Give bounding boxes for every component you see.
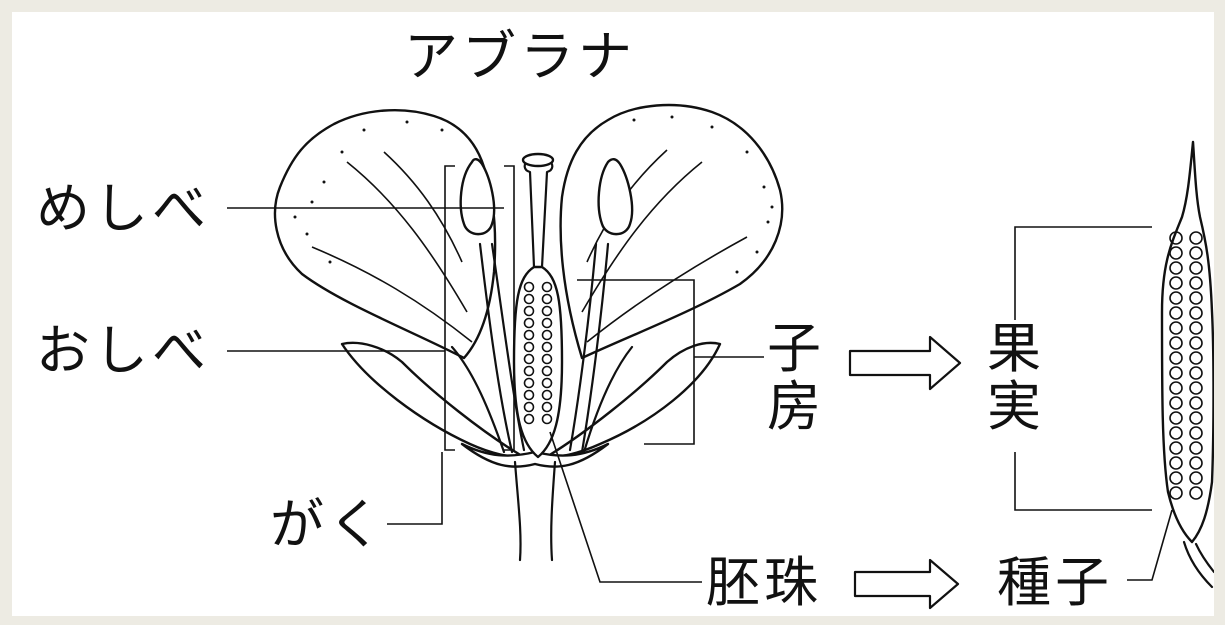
left-petal — [273, 108, 497, 360]
seed-callout — [1127, 509, 1173, 581]
label-ovule: 胚珠 — [706, 551, 822, 614]
stem — [513, 460, 557, 562]
arrow-ovule-to-seed — [853, 558, 960, 610]
petal-veins — [311, 149, 748, 343]
label-sepal: がく — [270, 493, 386, 556]
fruit-stalk — [1182, 540, 1214, 589]
sepal-callout — [387, 452, 443, 525]
label-pistil: めしべ — [36, 177, 210, 240]
stamen-outer-right — [582, 345, 634, 454]
right-petal — [559, 103, 784, 360]
anther-left — [459, 158, 496, 236]
ovary-outline — [512, 265, 564, 459]
flower-illustration — [227, 103, 1214, 610]
fruit-seeds — [1169, 231, 1203, 500]
pistil-style — [523, 160, 554, 269]
ovary-bracket — [577, 279, 695, 445]
stamen-bracket — [444, 165, 455, 451]
ovary-ovules — [523, 281, 553, 425]
label-stamen: おしべ — [36, 319, 210, 382]
ovule-callout — [549, 431, 702, 583]
label-seed: 種子 — [997, 551, 1113, 614]
diagram-canvas: アブラナ めしべ おしべ がく 子房 胚珠 果実 種子 — [12, 12, 1214, 616]
label-ovary: 子房 — [767, 317, 821, 439]
stamen-right-filament — [568, 242, 610, 454]
petal-dots — [293, 115, 774, 274]
arrow-ovary-to-fruit — [848, 335, 962, 391]
fruit-bracket — [1014, 226, 1152, 511]
diagram-title: アブラナ — [404, 25, 636, 88]
stamen-outer-left — [450, 345, 506, 454]
pistil-stigma — [521, 152, 555, 168]
label-fruit: 果実 — [987, 317, 1041, 439]
anther-right — [597, 158, 634, 236]
pistil-callout — [227, 165, 515, 451]
